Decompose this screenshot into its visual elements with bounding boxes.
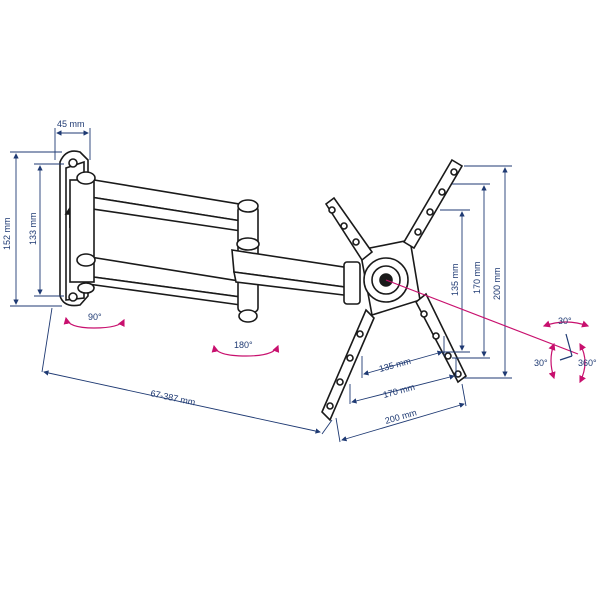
rotation-full-label: 360° <box>578 358 597 368</box>
dim-vesa-h-small-label: 135 mm <box>378 356 412 374</box>
dim-height-outer-label: 152 mm <box>2 217 12 250</box>
dim-vesa-v-mid-label: 170 mm <box>472 261 482 294</box>
dim-height-inner-label: 133 mm <box>28 212 38 245</box>
dim-vesa-h-mid-label: 170 mm <box>382 382 416 400</box>
rotation-tilt-side-label: 30° <box>534 358 548 368</box>
rotation-indicators <box>63 279 590 384</box>
extension-arm <box>231 249 361 305</box>
dim-vesa-h-large-label: 200 mm <box>384 407 418 426</box>
dim-vesa-v-large-label: 200 mm <box>492 267 502 300</box>
rotation-tilt-up-label: 30° <box>558 316 572 326</box>
rotation-arm-label: 180° <box>234 340 253 350</box>
rotation-wall-label: 90° <box>88 312 102 322</box>
dimension-lines <box>10 128 512 443</box>
dim-reach-label: 67-387 mm <box>150 388 197 407</box>
dim-vesa-v-small-label: 135 mm <box>450 263 460 296</box>
wall-arm <box>69 171 249 307</box>
vesa-plate <box>321 158 468 422</box>
dim-depth-label: 45 mm <box>57 119 85 129</box>
